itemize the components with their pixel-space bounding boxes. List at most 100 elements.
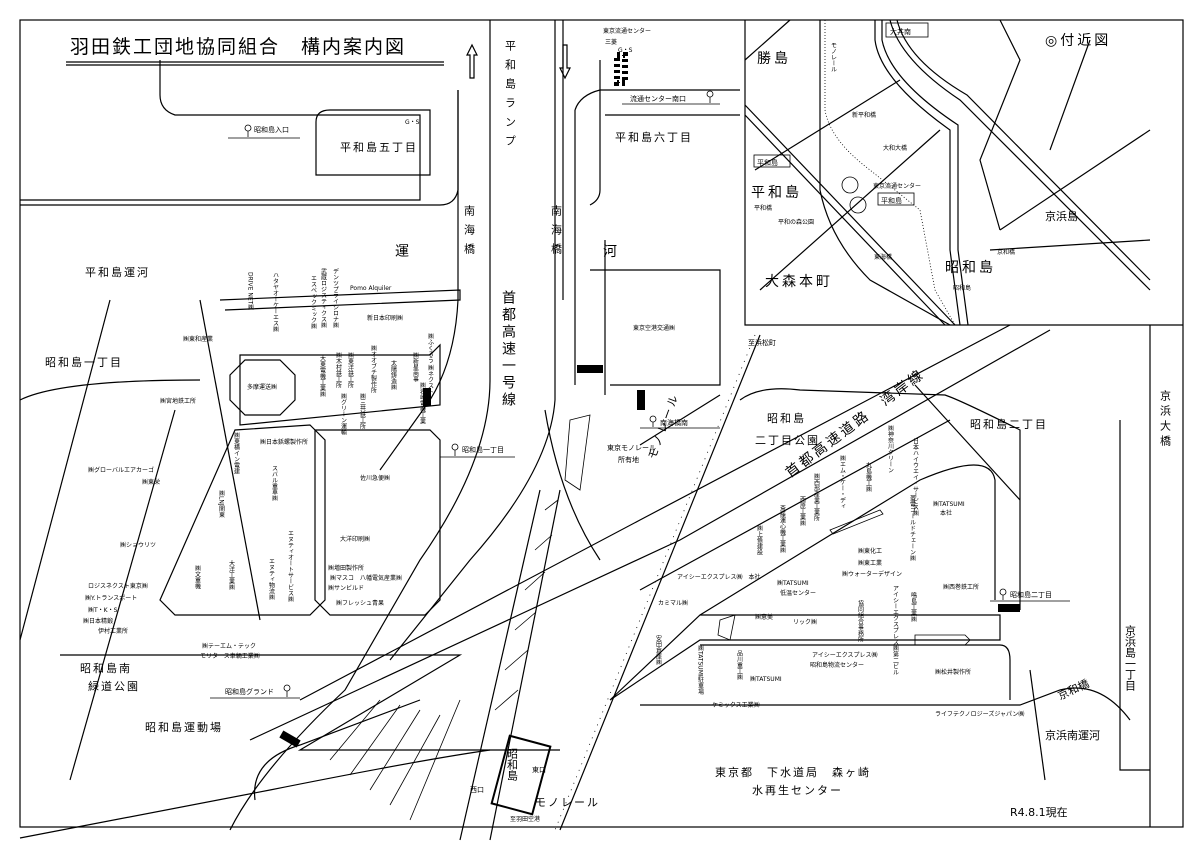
svg-text:昭和島: 昭和島 bbox=[506, 748, 519, 782]
svg-text:昭和島一丁目: 昭和島一丁目 bbox=[45, 355, 123, 369]
svg-text:ロジスネクスト東京㈱: ロジスネクスト東京㈱ bbox=[88, 582, 148, 590]
svg-text:モリタース車輌工業㈱: モリタース車輌工業㈱ bbox=[200, 652, 260, 660]
svg-text:ライフテクノロジーズジャパン㈱: ライフテクノロジーズジャパン㈱ bbox=[935, 710, 1024, 718]
svg-text:㈱東和産業: ㈱東和産業 bbox=[183, 335, 213, 343]
svg-text:太陽鋳造㈱: 太陽鋳造㈱ bbox=[390, 359, 397, 391]
svg-text:㈱グローバルエアカーゴ: ㈱グローバルエアカーゴ bbox=[88, 466, 154, 474]
svg-text:G・S: G・S bbox=[405, 119, 420, 126]
svg-text:DRIVE NET㈱: DRIVE NET㈱ bbox=[247, 272, 254, 312]
svg-text:㈱サンビルド: ㈱サンビルド bbox=[328, 584, 364, 592]
svg-text:平和島五丁目: 平和島五丁目 bbox=[340, 140, 418, 154]
svg-text:平和島: 平和島 bbox=[751, 185, 802, 201]
direction-arrows bbox=[466, 43, 571, 80]
svg-text:昭和島二丁目: 昭和島二丁目 bbox=[970, 417, 1048, 431]
svg-text:多摩運送㈱: 多摩運送㈱ bbox=[247, 383, 277, 391]
svg-text:㈱ショウリツ: ㈱ショウリツ bbox=[120, 541, 156, 549]
svg-text:㈱フレッシュ青果: ㈱フレッシュ青果 bbox=[336, 599, 384, 607]
svg-text:南海橋: 南海橋 bbox=[550, 205, 563, 262]
svg-text:平和島六丁目: 平和島六丁目 bbox=[615, 130, 693, 144]
svg-text:㈱東洋鉄工所: ㈱東洋鉄工所 bbox=[347, 351, 354, 389]
svg-text:㈱新星商事: ㈱新星商事 bbox=[412, 351, 419, 383]
vicinity-map: ◎付近図 勝島 モノレール 大井南 新平和橋 大和大橋 東京流通センター 平和島… bbox=[744, 19, 1151, 326]
svg-text:㈱日本精鍛: ㈱日本精鍛 bbox=[83, 617, 113, 625]
bus-stop-icon bbox=[451, 443, 459, 451]
svg-text:武蔵ロジスティクス㈱: 武蔵ロジスティクス㈱ bbox=[320, 267, 327, 329]
svg-text:平和島運河: 平和島運河 bbox=[85, 265, 150, 279]
svg-text:昭和島南: 昭和島南 bbox=[80, 661, 132, 675]
bus-stop-icon bbox=[706, 90, 714, 98]
svg-text:東京流通センター: 東京流通センター bbox=[873, 182, 921, 190]
svg-text:平和島: 平和島 bbox=[757, 158, 778, 167]
svg-text:㈱グリーン運輸: ㈱グリーン運輸 bbox=[340, 392, 347, 436]
svg-text:大井南: 大井南 bbox=[890, 27, 911, 36]
svg-text:昭和島: 昭和島 bbox=[953, 284, 971, 292]
svg-text:東京流通センター: 東京流通センター bbox=[603, 27, 651, 35]
bus-stop-grand bbox=[210, 684, 300, 699]
svg-text:㈱神奈川クリーン: ㈱神奈川クリーン bbox=[887, 424, 894, 473]
svg-text:㈱東横イン電建: ㈱東横イン電建 bbox=[233, 431, 240, 475]
svg-text:京浜島一丁目: 京浜島一丁目 bbox=[1124, 624, 1137, 691]
svg-text:㈱東工業: ㈱東工業 bbox=[858, 559, 882, 567]
svg-text:南海橋南: 南海橋南 bbox=[660, 418, 688, 427]
svg-text:昭和島: 昭和島 bbox=[945, 260, 996, 276]
bus-stops: 流通センター南口 昭和島入口 南海橋南 昭和島一丁目 昭和島二丁目 bbox=[210, 90, 1070, 699]
svg-text:新日本印刷㈱: 新日本印刷㈱ bbox=[367, 314, 403, 322]
svg-text:運: 運 bbox=[395, 244, 412, 260]
svg-text:昭和島物流センター: 昭和島物流センター bbox=[810, 661, 864, 669]
svg-text:西原工業㈱: 西原工業㈱ bbox=[799, 496, 806, 527]
svg-text:安田倉庫㈱: 安田倉庫㈱ bbox=[655, 634, 662, 666]
svg-text:◎付近図: ◎付近図 bbox=[1045, 33, 1111, 49]
svg-text:至浜松町: 至浜松町 bbox=[748, 338, 776, 347]
svg-text:平和橋: 平和橋 bbox=[754, 204, 772, 212]
svg-text:大森本町: 大森本町 bbox=[765, 274, 833, 290]
svg-text:㈱T・K・S: ㈱T・K・S bbox=[88, 606, 118, 614]
svg-text:㈱宮地鉄工所: ㈱宮地鉄工所 bbox=[160, 397, 196, 405]
svg-text:㈱TATSUMI: ㈱TATSUMI bbox=[777, 579, 809, 587]
svg-text:佐川急便㈱: 佐川急便㈱ bbox=[360, 474, 390, 482]
svg-text:平和島: 平和島 bbox=[881, 196, 902, 205]
svg-text:G・S: G・S bbox=[618, 47, 633, 54]
title-text: 羽田鉄工団地協同組合 構内案内図 bbox=[70, 36, 406, 58]
bus-stop-nankaibashi-minami: 南海橋南 bbox=[640, 415, 720, 429]
bus-stop-icon bbox=[283, 684, 291, 692]
svg-text:東京空港交通㈱: 東京空港交通㈱ bbox=[633, 324, 675, 332]
svg-text:京和橋: 京和橋 bbox=[1055, 676, 1091, 703]
svg-text:所有地: 所有地 bbox=[618, 455, 639, 464]
svg-text:水再生センター: 水再生センター bbox=[752, 783, 843, 797]
hatched-ramp bbox=[329, 489, 561, 841]
svg-text:西口: 西口 bbox=[470, 786, 484, 794]
svg-text:南海橋: 南海橋 bbox=[463, 205, 476, 262]
svg-text:アイシーエクスプレス㈱: アイシーエクスプレス㈱ bbox=[812, 651, 878, 659]
place-labels: 平和島ランプ 三菱 東京流通センター G・S G・S 平和島五丁目 平和島六丁目… bbox=[45, 27, 1172, 823]
svg-text:大和大橋: 大和大橋 bbox=[883, 144, 907, 152]
bus-stop-icon bbox=[999, 588, 1007, 596]
svg-text:㈱マスコ 八幡電気産業㈱: ㈱マスコ 八幡電気産業㈱ bbox=[330, 574, 402, 582]
bus-stop-showajima-2chome: 昭和島二丁目 bbox=[990, 588, 1070, 602]
svg-text:昭和島: 昭和島 bbox=[767, 411, 806, 425]
bus-stop-showajima-1chome: 昭和島一丁目 bbox=[440, 443, 515, 458]
svg-text:㈱三共鉄工所: ㈱三共鉄工所 bbox=[359, 392, 366, 430]
roads bbox=[19, 20, 1183, 839]
svg-text:二丁目公園: 二丁目公園 bbox=[755, 434, 820, 447]
svg-text:㈱東栄: ㈱東栄 bbox=[142, 478, 160, 486]
svg-text:本社: 本社 bbox=[940, 509, 952, 517]
svg-text:新平和橋: 新平和橋 bbox=[852, 111, 876, 119]
svg-text:首都高速一号線: 首都高速一号線 bbox=[500, 290, 516, 409]
svg-text:エスペックミック㈱: エスペックミック㈱ bbox=[310, 275, 317, 330]
svg-text:協同組合事務所: 協同組合事務所 bbox=[857, 599, 864, 643]
svg-text:京浜南運河: 京浜南運河 bbox=[1045, 728, 1100, 742]
svg-text:昭和島運動場: 昭和島運動場 bbox=[145, 720, 223, 734]
svg-text:デンツプライシロナ㈱: デンツプライシロナ㈱ bbox=[332, 267, 339, 329]
svg-text:㈱文重機: ㈱文重機 bbox=[194, 564, 201, 590]
svg-text:大東電機工業㈱: 大東電機工業㈱ bbox=[319, 354, 326, 398]
svg-text:㈱松井製作所: ㈱松井製作所 bbox=[935, 668, 971, 676]
svg-text:斎藤運心機工業㈱: 斎藤運心機工業㈱ bbox=[779, 504, 786, 554]
date-note: R4.8.1現在 bbox=[1010, 806, 1068, 819]
svg-text:京浜島: 京浜島 bbox=[1045, 209, 1078, 223]
svg-text:昭和島二丁目: 昭和島二丁目 bbox=[1010, 590, 1052, 599]
svg-text:大洋工業㈱: 大洋工業㈱ bbox=[228, 559, 235, 591]
svg-text:モノレール: モノレール bbox=[830, 42, 837, 72]
svg-text:㈱西巻鉄工所: ㈱西巻鉄工所 bbox=[943, 583, 979, 591]
svg-text:品川重工㈱: 品川重工㈱ bbox=[736, 650, 743, 681]
svg-text:菱電ゴールドチェーン㈱: 菱電ゴールドチェーン㈱ bbox=[909, 494, 916, 562]
